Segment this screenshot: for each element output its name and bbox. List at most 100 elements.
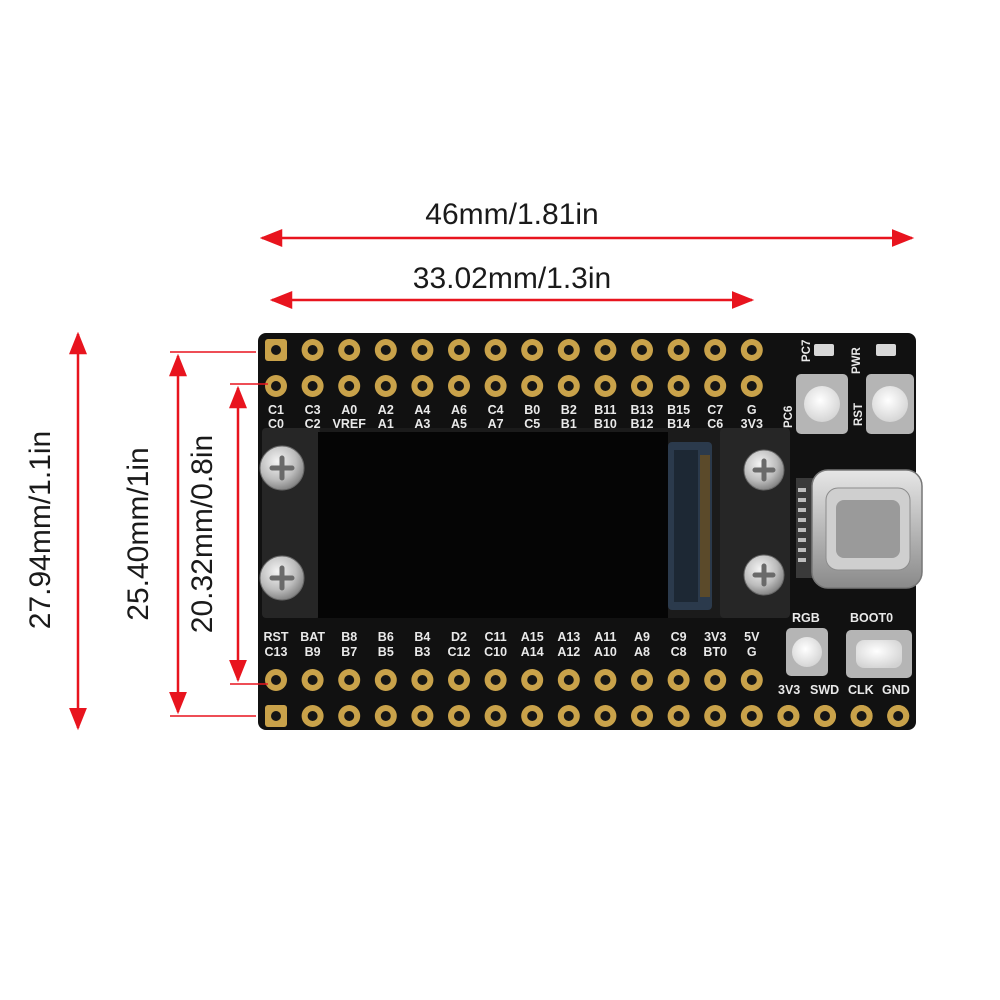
swd-label-clk: CLK (848, 683, 874, 697)
header-pad (557, 375, 580, 397)
header-pad-square (265, 339, 287, 361)
pin-label: C0 (268, 417, 284, 431)
header-pad (667, 339, 690, 361)
header-pad (594, 339, 617, 361)
dimension-label-overall-height: 27.94mm/1.1in (24, 431, 57, 629)
screw-icon (743, 554, 785, 596)
rst-button[interactable] (866, 374, 914, 434)
pin-label: A3 (414, 417, 430, 431)
pin-label: C2 (305, 417, 321, 431)
header-pad (484, 375, 507, 397)
header-pad (374, 669, 397, 691)
lcd-screen (318, 432, 668, 618)
button-label-rgb: RGB (792, 611, 820, 625)
dimension-label-outer-row-spacing: 25.40mm/1in (122, 447, 155, 620)
header-pad (448, 705, 470, 727)
pin-label: 3V3 (704, 630, 726, 644)
header-pad (338, 339, 361, 361)
pin-label: B9 (305, 645, 321, 659)
pin-label: B7 (341, 645, 357, 659)
led-pwr (876, 344, 896, 356)
header-pad (301, 705, 324, 727)
pin-label: B8 (341, 630, 357, 644)
pin-label: VREF (333, 417, 367, 431)
swd-label-swd: SWD (810, 683, 839, 697)
header-pad (740, 705, 763, 727)
header-pad (521, 705, 544, 727)
pin-label: B15 (667, 403, 690, 417)
pin-label: B12 (631, 417, 654, 431)
pin-label: C12 (448, 645, 471, 659)
header-pad (484, 339, 507, 361)
pin-label: A6 (451, 403, 467, 417)
boot0-button[interactable] (846, 630, 912, 678)
swd-label-3v3: 3V3 (778, 683, 800, 697)
header-pad (631, 705, 653, 727)
pc6-button[interactable] (796, 374, 848, 434)
pin-label: C13 (265, 645, 288, 659)
pin-label: A12 (557, 645, 580, 659)
header-pad (448, 669, 470, 691)
pin-label: B11 (594, 403, 616, 417)
header-pad (850, 705, 873, 727)
rgb-led-button[interactable] (786, 628, 828, 676)
header-pad (887, 705, 910, 727)
header-pad (374, 375, 397, 397)
header-pad (704, 339, 727, 361)
header-pad (740, 339, 763, 361)
led-pc7 (814, 344, 834, 356)
pin-label: C7 (707, 403, 723, 417)
pin-label: A10 (594, 645, 617, 659)
header-pad (338, 669, 361, 691)
pin-label: A5 (451, 417, 467, 431)
header-pad (631, 375, 653, 397)
pin-label: BT0 (703, 645, 727, 659)
led-label-pwr: PWR (851, 346, 863, 374)
pin-label: C4 (488, 403, 504, 417)
header-pad (411, 705, 434, 727)
pin-label: B3 (414, 645, 430, 659)
header-pad (484, 705, 507, 727)
header-pad (521, 669, 544, 691)
pin-label: C10 (484, 645, 507, 659)
header-pad (301, 339, 324, 361)
pin-label: A2 (378, 403, 394, 417)
pin-label: A0 (341, 403, 357, 417)
header-pad (594, 669, 617, 691)
pin-label: G (747, 645, 757, 659)
screw-icon (259, 555, 305, 601)
header-pad (301, 669, 324, 691)
header-pad (557, 705, 580, 727)
pin-label: D2 (451, 630, 467, 644)
pin-label: A7 (488, 417, 504, 431)
header-pad (667, 705, 690, 727)
header-pad-square (265, 705, 287, 727)
pin-label: C1 (268, 403, 284, 417)
pin-label: C11 (484, 630, 506, 644)
header-pad (411, 339, 434, 361)
header-pad (814, 705, 836, 727)
header-pad (740, 375, 763, 397)
header-pad (667, 375, 690, 397)
pin-label: A8 (634, 645, 650, 659)
header-pad (301, 375, 324, 397)
dimension-pin-span-width: 33.02mm/1.3in (269, 262, 755, 309)
pin-label: B13 (631, 403, 654, 417)
button-label-rst: RST (853, 403, 865, 426)
pin-label: A1 (378, 417, 394, 431)
header-pad (265, 669, 287, 691)
header-pad (740, 669, 763, 691)
button-label-boot0: BOOT0 (850, 611, 893, 625)
header-pads (265, 339, 910, 727)
header-pad (374, 705, 397, 727)
screw-icon (259, 445, 305, 491)
pin-label: B14 (667, 417, 690, 431)
dimension-label-overall-width: 46mm/1.81in (425, 198, 598, 231)
pin-label: A11 (594, 630, 616, 644)
dimension-overall-height: 27.94mm/1.1in (24, 331, 87, 731)
dimension-outer-row-spacing: 25.40mm/1in (122, 351, 256, 717)
